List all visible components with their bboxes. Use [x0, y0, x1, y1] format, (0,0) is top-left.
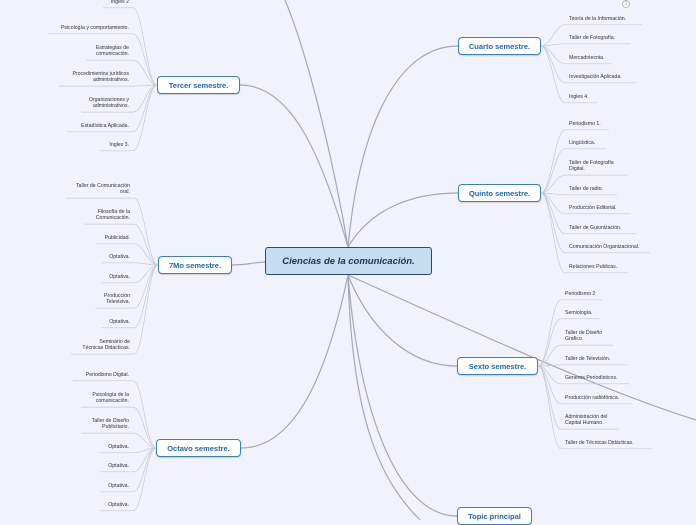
- subtopic-item[interactable]: Optativa.: [109, 319, 130, 325]
- subtopic-item[interactable]: Teoría de la Información.: [569, 16, 627, 22]
- connector-line: [240, 274, 349, 449]
- subtopic-item[interactable]: Comunicación Organizacional.: [569, 244, 640, 250]
- subtopic-item[interactable]: Organizaciones y administrativos.: [88, 97, 129, 110]
- connector-line: [72, 380, 157, 449]
- topic-octavo-semestre[interactable]: Octavo semestre.: [156, 439, 241, 457]
- connector-line: [537, 344, 613, 367]
- subtopic-item[interactable]: Optativa.: [108, 463, 129, 469]
- subtopic-item[interactable]: Seminario de Técnicas Didácticas.: [82, 339, 130, 352]
- connector-line: [95, 243, 159, 266]
- connector-line: [103, 7, 158, 86]
- connector-line: [59, 84, 158, 87]
- connector-line: [537, 318, 600, 367]
- connector-line: [101, 264, 159, 329]
- subtopic-item[interactable]: Taller de Diseño Publicitario.: [91, 418, 129, 431]
- topic-cuarto-semestre[interactable]: Cuarto semestre.: [458, 37, 541, 55]
- connector-line: [347, 45, 459, 248]
- subtopic-item[interactable]: Optativa.: [108, 502, 129, 508]
- connector-line: [239, 84, 349, 248]
- connector-line: [100, 84, 158, 152]
- connector-line: [540, 192, 650, 254]
- subtopic-item[interactable]: Producción radiofónica.: [565, 395, 620, 401]
- connector-line: [540, 148, 606, 194]
- connector-line: [231, 261, 266, 266]
- connector-line: [48, 33, 158, 86]
- connector-line: [537, 364, 627, 367]
- topic-tercer-semestre[interactable]: Tercer semestre.: [157, 76, 240, 94]
- topic-principal[interactable]: Topic principal: [457, 507, 532, 525]
- connector-line: [540, 43, 631, 47]
- central-topic[interactable]: Ciencias de la comunicación.: [265, 247, 432, 275]
- subtopic-item[interactable]: Periodismo 2: [565, 291, 596, 297]
- subtopic-item[interactable]: Investigación Aplicada.: [569, 74, 622, 80]
- connector-line: [67, 84, 158, 133]
- connector-line: [540, 192, 631, 215]
- subtopic-item[interactable]: Ingles 3.: [109, 142, 129, 148]
- connector-line: [347, 274, 458, 517]
- subtopic-item[interactable]: Taller de Televisión.: [565, 356, 611, 362]
- topic-7mo-semestre[interactable]: 7Mo semestre.: [158, 256, 232, 274]
- connector-line: [284, 0, 349, 248]
- subtopic-item[interactable]: Taller de Fotografía Digital.: [569, 160, 614, 173]
- subtopic-item[interactable]: Optativa.: [108, 444, 129, 450]
- subtopic-item[interactable]: Generos Periodísticos.: [565, 375, 618, 381]
- subtopic-item[interactable]: Semiología.: [565, 310, 593, 316]
- subtopic-item[interactable]: Optativa.: [109, 274, 130, 280]
- connector-line: [540, 192, 617, 196]
- topic-quinto-semestre[interactable]: Quinto semestre.: [458, 184, 541, 202]
- connector-line: [101, 264, 159, 284]
- subtopic-item[interactable]: Lingüística.: [569, 140, 596, 146]
- connector-line: [347, 274, 421, 520]
- connector-line: [100, 447, 157, 454]
- connector-line: [81, 406, 157, 449]
- connector-line: [537, 365, 630, 385]
- connector-line: [81, 432, 157, 449]
- subtopic-item[interactable]: Mercadotecnia.: [569, 55, 605, 61]
- subtopic-item[interactable]: Psicología de la comunicación.: [92, 392, 129, 405]
- subtopic-item[interactable]: Taller de Guionización.: [569, 225, 622, 231]
- connector-line: [347, 274, 696, 421]
- connector-line: [537, 299, 602, 367]
- subtopic-item[interactable]: Taller de Técnicas Didácticas.: [565, 440, 634, 446]
- connector-line: [84, 223, 159, 266]
- connector-line: [540, 192, 628, 274]
- subtopic-item[interactable]: Procedimientos jurídicos administrativos…: [72, 71, 129, 84]
- subtopic-item[interactable]: Producción Televisiva.: [104, 293, 130, 306]
- connector-line: [101, 262, 159, 266]
- connector-line: [100, 447, 157, 473]
- subtopic-item[interactable]: Estadística Aplicada.: [81, 123, 129, 129]
- subtopic-item[interactable]: Taller de Comunicación oral.: [76, 183, 130, 196]
- subtopic-item[interactable]: Periodismo Digital.: [85, 372, 129, 378]
- connector-line: [540, 129, 609, 194]
- connector-line: [86, 59, 158, 86]
- subtopic-item[interactable]: Ingles 4.: [569, 94, 589, 100]
- note-count-badge[interactable]: 1: [622, 0, 630, 8]
- subtopic-item[interactable]: Publicidad.: [104, 235, 130, 241]
- connector-line: [65, 197, 159, 266]
- subtopic-item[interactable]: Taller de Fotografía.: [569, 35, 616, 41]
- subtopic-item[interactable]: Optativa.: [109, 254, 130, 260]
- subtopic-item[interactable]: Psicología y comportamiento.: [60, 25, 129, 31]
- subtopic-item[interactable]: Taller de Diseño Grafico.: [565, 330, 603, 343]
- connector-line: [347, 274, 458, 367]
- connector-line: [540, 174, 628, 194]
- connector-line: [100, 447, 157, 512]
- subtopic-item[interactable]: Producción Editorial.: [569, 205, 617, 211]
- connector-line: [540, 45, 598, 104]
- connector-line: [540, 45, 612, 65]
- subtopic-item[interactable]: Filosofía de la Comunicación.: [95, 209, 130, 222]
- connector-line: [537, 365, 633, 405]
- subtopic-item[interactable]: Ingles 2: [110, 0, 129, 5]
- subtopic-item[interactable]: Taller de radio.: [569, 186, 604, 192]
- subtopic-item[interactable]: Relaciones Publicas.: [569, 264, 618, 270]
- connector-line: [540, 24, 642, 47]
- subtopic-item[interactable]: Optativa.: [108, 483, 129, 489]
- connector-line: [347, 192, 459, 248]
- topic-sexto-semestre[interactable]: Sexto semestre.: [457, 357, 538, 375]
- subtopic-item[interactable]: Estrategias de comunicación.: [95, 45, 129, 58]
- subtopic-item[interactable]: Administración del Capital Humano.: [565, 414, 608, 427]
- subtopic-item[interactable]: Periodismo 1.: [569, 121, 601, 127]
